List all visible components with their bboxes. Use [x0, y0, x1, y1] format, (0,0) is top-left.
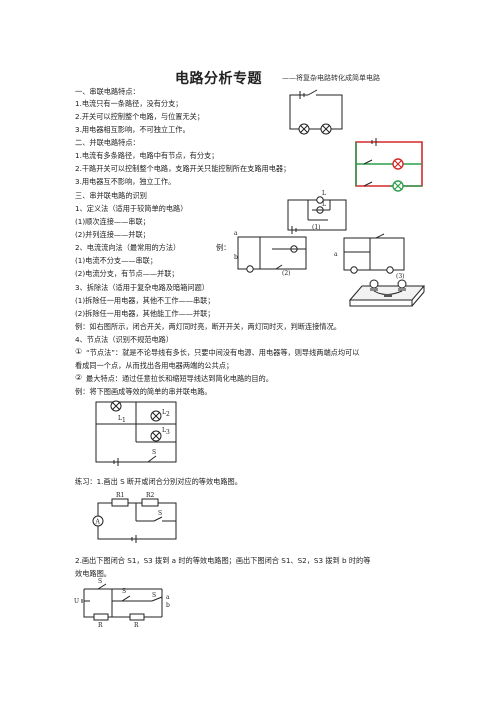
practice-question-2: 2.画出下图闭合 S1，S3 拨到 a 时的等效电路图；画出下图闭合 S1、S2…	[75, 556, 371, 565]
circuit-diagram-3: a (3)	[334, 233, 405, 280]
label-L2: L	[162, 409, 166, 416]
circled-number-1: ①	[75, 347, 83, 356]
label-S2: S	[122, 588, 126, 595]
circuit-diagram-1: L L (1)	[287, 190, 347, 234]
page-title: 电路分析专题	[175, 71, 262, 87]
text-line: 看成同一个点，从而找出各用电器两端的公共点；	[75, 361, 234, 370]
method-title: 2、电流流向法（最常用的方法）	[75, 243, 181, 252]
page-subtitle: ——将复杂电路转化成简单电路	[282, 74, 380, 82]
label-b: b	[166, 602, 170, 609]
label-S: S	[158, 510, 162, 517]
practice-1-circuit-diagram: A R1 R2 S	[92, 492, 177, 543]
text-line: 1.电流只有一条路径，没有分支；	[75, 99, 183, 108]
label-b: b	[234, 254, 238, 261]
label-U: U	[74, 598, 79, 605]
text-line: 1.电流有多条路径，电路中有节点，有分支；	[75, 151, 219, 160]
text-line: (2)并列连接——并联；	[75, 230, 150, 239]
label-L1: L	[118, 415, 122, 422]
subscript-3: 3	[166, 429, 170, 436]
node-method-circuit-diagram: L 1 L 2 L 3 S	[95, 400, 177, 466]
section-heading: 三、串并联电路的识别	[75, 191, 147, 200]
text-line: 例：将下图画成等效的简单的串并联电路。	[75, 387, 212, 396]
text-line: 2.干路开关可以控制整个电路，支路开关只能控制所在支路用电器；	[75, 164, 291, 173]
text-line: (2)电流分支，有节点——并联；	[75, 269, 179, 278]
subscript-1: 1	[122, 417, 126, 424]
practice-2-circuit-diagram: S S S U a b R R	[74, 578, 170, 629]
text-line: 2.开关可以控制整个电路，与位置无关；	[75, 112, 205, 121]
example-label: 例：	[216, 243, 231, 252]
practice-question-2-cont: 效电路图。	[75, 569, 111, 578]
practice-question-1: 练习：1.画出 S 断开或闭合分别对应的等效电路图。	[75, 477, 242, 486]
label-L2: L	[322, 201, 326, 208]
circled-number-2: ②	[75, 373, 83, 382]
section-heading: 二、并联电路特点：	[75, 138, 140, 147]
ammeter-label: A	[95, 519, 101, 526]
text-line: 最大特点：通过任意拉长和缩短导线达到简化电路的目的。	[86, 374, 273, 383]
figure-label-1: (1)	[312, 224, 321, 231]
circuit-diagram-2: a b (2)	[234, 230, 307, 277]
text-line: “节点法”：就是不论导线有多长，只要中间没有电源、用电器等，则导线两端点均可以	[86, 348, 360, 357]
label-a-fig3: a	[334, 251, 338, 258]
label-S1: S	[98, 578, 102, 585]
parallel-circuit-colored-diagram	[355, 138, 423, 192]
text-line: 3.用电器相互影响，不可独立工作。	[75, 125, 190, 134]
section-heading: 一、串联电路特点：	[75, 87, 140, 96]
text-line: (1)拆除任一用电器，其他不工作——串联；	[75, 296, 215, 305]
label-R1: R1	[116, 492, 124, 499]
label-R2: R	[134, 622, 139, 629]
label-L1: L	[322, 190, 326, 197]
label-a: a	[166, 594, 170, 601]
label-R1: R	[98, 622, 103, 629]
text-line: (1)电流不分支——串联；	[75, 256, 158, 265]
label-a: a	[234, 230, 238, 237]
label-S3: S	[152, 592, 156, 599]
method-title: 3、拆除法（适用于复杂电路及暗箱问题）	[75, 283, 209, 292]
method-title: 4、节点法（识别不规范电路）	[75, 335, 174, 344]
text-line: (1)顺次连接——串联；	[75, 217, 150, 226]
apparatus-illustration	[348, 279, 426, 307]
method-title: 1、定义法（适用于较简单的电路）	[75, 204, 188, 213]
text-line: 3.用电器互不影响，独立工作。	[75, 177, 176, 186]
subscript-2: 2	[166, 411, 170, 418]
series-circuit-diagram	[289, 89, 343, 135]
figure-label-3: (3)	[396, 273, 405, 280]
label-R2: R2	[146, 492, 155, 499]
text-line: (2)拆除任一用电器，其他能工作——并联；	[75, 309, 215, 318]
figure-label-2: (2)	[282, 270, 291, 277]
label-L3: L	[162, 427, 166, 434]
text-line: 例：如右图所示，闭合开关，两灯同时亮，断开开关，两灯同时灭，判断连接情况。	[75, 322, 341, 331]
label-S: S	[152, 449, 156, 456]
